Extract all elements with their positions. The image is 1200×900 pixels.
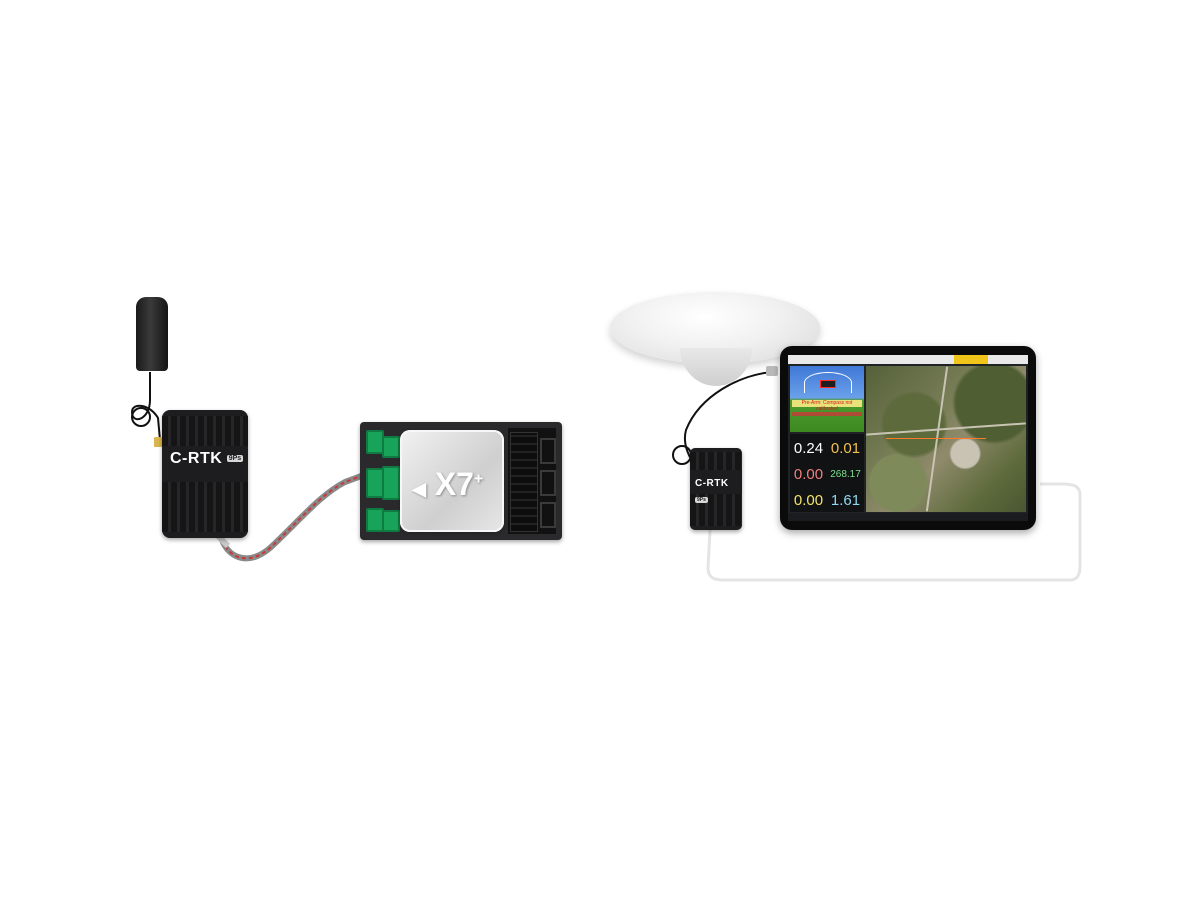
rtk-badge-left: 9Ps (226, 455, 244, 463)
map-flight-line (886, 438, 986, 439)
left-setup: C-RTK 9Ps ◀ X7+ (130, 297, 562, 562)
rtk-module-left: C-RTK 9Ps (162, 410, 248, 538)
gcs-brand-logo (954, 355, 988, 364)
rtk-label-right: C-RTK (695, 478, 729, 489)
quick-value-5: 0.00 (793, 491, 824, 509)
quick-cell-1: 0.24 (790, 434, 827, 460)
quick-cell-4: 268.17 (827, 460, 864, 486)
usb-cable (706, 482, 1082, 582)
port-green-6 (382, 510, 400, 532)
antenna-cable (130, 372, 161, 441)
hud-banner: Pre-Arm: Compass not calibrated (792, 400, 862, 412)
antenna (136, 297, 168, 371)
port-green-2 (382, 436, 400, 458)
quick-cell-3: 0.00 (790, 460, 827, 486)
tablet: Pre-Arm: Compass not calibrated 0.24 0.0… (780, 346, 1036, 530)
port-green-4 (382, 466, 400, 500)
rtk-badge-right: 9Ps (695, 496, 708, 503)
hud-heading-box (820, 380, 836, 388)
fc-cover: ◀ X7+ (400, 430, 504, 532)
rtk-label-left: C-RTK (170, 450, 223, 467)
right-setup: C-RTK 9Ps Pre-Arm: Compass not calibrate… (600, 0, 1200, 900)
fc-logo-main: X7 (434, 466, 474, 502)
fc-logo: ◀ X7+ (412, 466, 484, 502)
gcs-map[interactable] (866, 366, 1026, 512)
quick-value-1: 0.24 (793, 440, 824, 457)
hud-horizon-arc (804, 372, 852, 393)
flight-controller: ◀ X7+ (360, 422, 562, 540)
quick-value-2: 0.01 (830, 440, 861, 457)
quick-value-4: 268.17 (830, 468, 861, 480)
gcs-topbar (788, 355, 1028, 364)
gcs-quick-panel: 0.24 0.01 0.00 268.17 0.00 1.61 (790, 434, 864, 512)
rtk-module-right: C-RTK 9Ps (690, 448, 742, 530)
gcs-hud: Pre-Arm: Compass not calibrated (790, 366, 864, 432)
quick-cell-2: 0.01 (827, 434, 864, 460)
map-road-2 (925, 366, 949, 512)
fc-logo-suffix: + (473, 470, 484, 488)
antenna-connector (154, 437, 162, 447)
map-road-1 (866, 422, 1026, 436)
quick-value-6: 1.61 (830, 491, 861, 509)
quick-cell-5: 0.00 (790, 486, 827, 512)
tablet-screen: Pre-Arm: Compass not calibrated 0.24 0.0… (788, 355, 1028, 521)
quick-cell-6: 1.61 (827, 486, 864, 512)
dome-connector (766, 366, 778, 376)
hud-status-strip (792, 412, 862, 416)
fc-pin-area (508, 428, 556, 534)
gcs-taskbar (788, 513, 1028, 521)
antenna-cable-loop (131, 407, 151, 427)
quick-value-3: 0.00 (793, 465, 824, 483)
